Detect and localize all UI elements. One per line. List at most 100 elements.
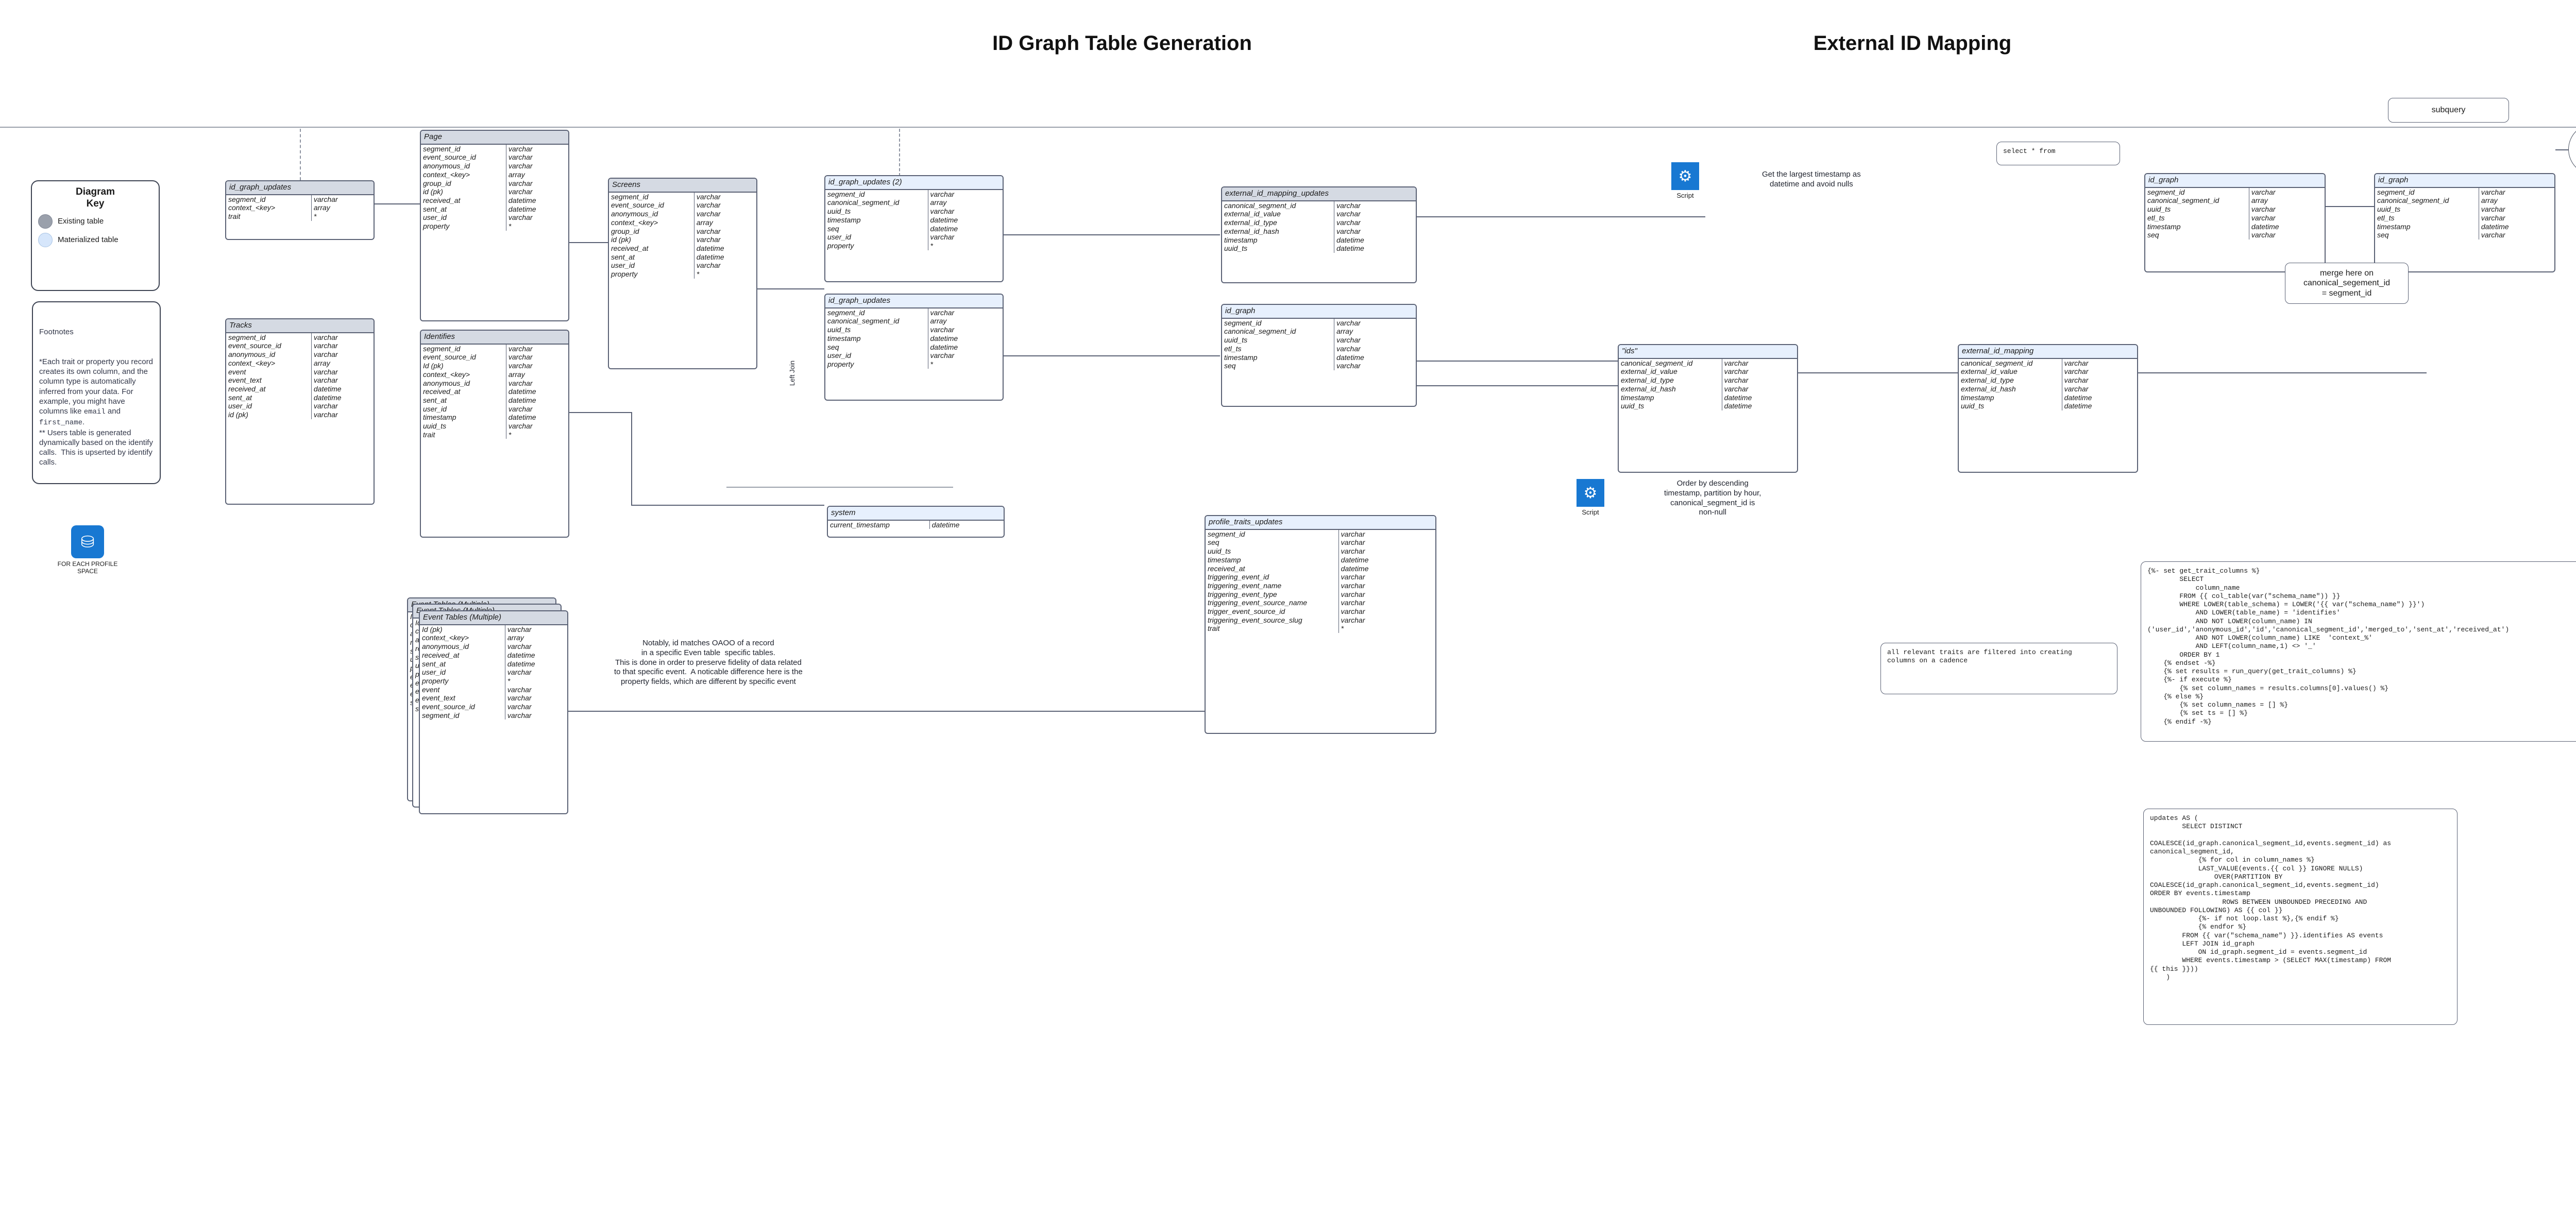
column-type: varchar [313, 333, 338, 341]
column-type: varchar [1341, 529, 1365, 538]
table-row: context_<key>array [226, 358, 374, 368]
column-type: datetime [2251, 222, 2279, 231]
column-type: varchar [508, 213, 533, 222]
script-order-by-descending-note: Order by descending timestamp, partition… [1664, 479, 1761, 517]
footnote-body-3: . ** Users table is generated dynamicall… [39, 417, 153, 467]
column-name: user_id [825, 351, 928, 360]
column-type: varchar [1336, 201, 1361, 210]
column-type: array [313, 358, 330, 367]
table-title-id-graph-updates: id_graph_updates [825, 295, 1003, 308]
column-name: timestamp [1222, 235, 1335, 245]
column-type: varchar [2064, 358, 2089, 367]
column-name: anonymous_id [420, 642, 505, 651]
column-type: datetime [1724, 402, 1752, 410]
column-type: datetime [508, 413, 536, 422]
column-type: varchar [696, 227, 721, 235]
subquery-box: subquery [2388, 98, 2509, 123]
materialized-table-swatch [38, 232, 53, 247]
column-name: event_source_id [421, 353, 506, 362]
column-name: trigger_event_source_id [1206, 607, 1339, 616]
jinja-get-trait-columns: {%- set get_trait_columns %} SELECT colu… [2141, 561, 2576, 742]
column-type: varchar [508, 344, 533, 353]
column-type: array [2251, 196, 2268, 205]
column-name: Id (pk) [421, 362, 506, 370]
column-type: varchar [508, 187, 533, 196]
column-name: canonical_segment_id [1959, 358, 2062, 368]
merge-here-box: merge here on canonical_segement_id = se… [2285, 263, 2409, 304]
script-largest-timestamp-note: Get the largest timestamp as datetime an… [1762, 170, 1861, 188]
script-largest-timestamp[interactable]: ⚙Script [1671, 162, 1699, 199]
sql-updates-cte: updates AS ( SELECT DISTINCT COALESCE(id… [2143, 809, 2458, 1025]
conn-m [1798, 372, 1958, 373]
divider-top [0, 127, 2576, 128]
table-row: trait* [226, 212, 374, 221]
column-name: received_at [1206, 564, 1339, 573]
column-type: * [696, 269, 700, 278]
table-title-event-tables-multiple: Event Tables (Multiple) [420, 611, 567, 625]
column-name: event_text [226, 376, 312, 385]
column-name: group_id [421, 179, 506, 188]
column-type: * [1341, 624, 1344, 633]
column-name: external_id_value [1222, 210, 1335, 219]
column-type: varchar [696, 192, 721, 201]
column-name: Id (pk) [420, 625, 505, 634]
union-node[interactable]: Union [2568, 124, 2576, 175]
column-name: segment_id [2375, 187, 2479, 197]
column-type: varchar [1341, 607, 1365, 615]
column-type: varchar [1724, 376, 1749, 385]
column-name: id (pk) [609, 235, 694, 244]
column-type: datetime [930, 224, 958, 233]
column-type: varchar [507, 694, 532, 702]
table-title-id-graph-updates-2: id_graph_updates (2) [825, 176, 1003, 190]
column-type: datetime [1724, 393, 1752, 402]
script-order-by-descending[interactable]: ⚙Script [1577, 479, 1604, 516]
column-type: varchar [1336, 227, 1361, 235]
column-name: external_id_hash [1222, 227, 1335, 236]
column-name: segment_id [825, 190, 928, 199]
column-type: varchar [2064, 367, 2089, 376]
column-type: varchar [2251, 205, 2276, 214]
column-name: etl_ts [2145, 213, 2249, 222]
column-name: sent_at [609, 252, 694, 262]
conn-d [631, 412, 632, 505]
column-name: external_id_type [1959, 376, 2062, 385]
table-title-page-table: Page [421, 131, 568, 145]
column-type: datetime [313, 384, 342, 393]
column-name: received_at [609, 244, 694, 253]
column-type: varchar [2481, 213, 2505, 222]
column-name: user_id [609, 261, 694, 270]
column-name: context_<key> [226, 358, 312, 368]
column-name: uuid_ts [825, 325, 928, 334]
column-name: segment_id [421, 144, 506, 153]
column-name: received_at [420, 650, 505, 660]
table-row: Id (pk)varchar [421, 362, 568, 370]
column-type: varchar [1341, 538, 1365, 547]
column-type: varchar [507, 642, 532, 651]
column-name: event [420, 685, 505, 694]
column-type: * [930, 241, 933, 250]
column-type: varchar [507, 685, 532, 694]
